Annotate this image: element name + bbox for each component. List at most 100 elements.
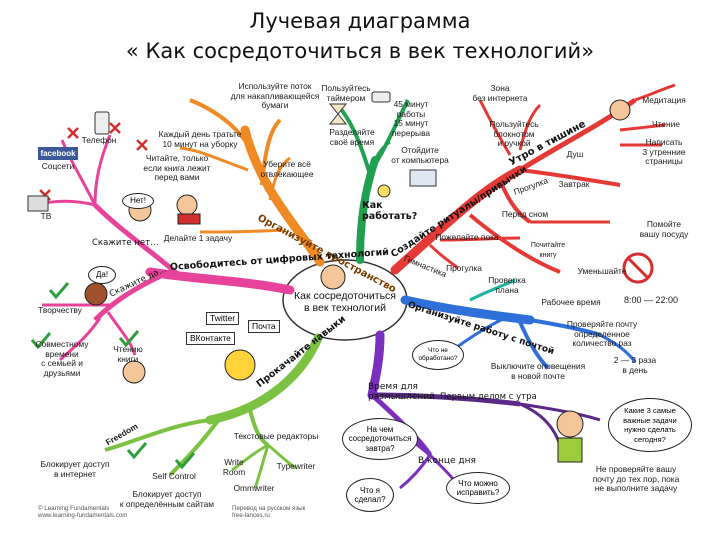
tag-twitter: Twitter xyxy=(206,312,240,325)
credit-left: © Learning Fundamentals www.learning-fun… xyxy=(38,505,128,519)
branch-ritual-sub5 xyxy=(468,213,561,274)
label-self-control: Self Control xyxy=(152,471,196,481)
credit-right: Перевод на русском язык free-lances.ru xyxy=(232,505,306,519)
branch-organize-sub2 xyxy=(260,118,282,186)
label-umen: Уменьшайте xyxy=(577,266,627,276)
face-yellow xyxy=(224,349,256,381)
label-uberite: Уберите всё отвлекающее xyxy=(260,159,314,179)
tv-icon xyxy=(27,195,49,212)
label-time800: 8:00 — 22:00 xyxy=(623,295,679,305)
label-bezhenaya: Пожелайте пока xyxy=(435,232,499,242)
branch-ritual-sub12 xyxy=(478,99,512,156)
label-vyklyuchite: Выключите оповещения в новой почте xyxy=(490,361,586,381)
branch-mail-sub5 xyxy=(469,278,516,302)
face-bottom-right xyxy=(556,410,584,438)
branch-prokach-sub5 xyxy=(267,443,297,470)
branch-mail-sub1 xyxy=(529,318,601,337)
branch-free xyxy=(145,267,295,295)
label-proveryayte: Проверяйте почту определенное количество… xyxy=(566,319,638,349)
label-pered-snom: Перед сном xyxy=(501,209,549,219)
branch-prokach-sub3 xyxy=(248,409,270,447)
branch-vremya-sub5 xyxy=(371,392,521,407)
label-tekst-red: Текстовые редакторы xyxy=(233,431,319,441)
label-potok: Используйте поток для накапливающейся бу… xyxy=(230,81,320,111)
tag-vkontakte: ВКонтакте xyxy=(186,332,235,345)
page-title: Лучевая диаграмма « Как сосредоточиться … xyxy=(0,6,720,66)
branch-prokach-sub6 xyxy=(253,444,270,489)
label-chteniyu: Чтению книги xyxy=(113,344,143,364)
facebook-logo: facebook xyxy=(38,147,78,160)
branch-ritual-sub8 xyxy=(634,83,676,102)
bubble-kakie3: Какие 3 самые важные задачи нужно сделат… xyxy=(608,398,692,452)
label-dush: Душ xyxy=(566,149,584,159)
branch-ritual xyxy=(390,165,525,275)
timer-icon xyxy=(371,91,391,103)
title-line-1: Лучевая диаграмма xyxy=(249,9,471,33)
label-ne-proveryayte: Не проверяйте вашу почту до тех пор, пок… xyxy=(592,464,680,494)
branch-label-skazhite-net: Скажите нет… xyxy=(92,238,159,248)
hourglass-icon xyxy=(328,103,348,125)
title-line-2: « Как сосредоточиться в век технологий» xyxy=(125,39,595,63)
tag-pochta: Почта xyxy=(248,320,280,333)
label-write-room: Write Room xyxy=(222,457,246,477)
smiley-icon xyxy=(377,184,391,198)
label-zadacha: Делайте 1 задачу xyxy=(163,233,233,243)
laptop-icon xyxy=(409,169,437,187)
branch-vremya-sub2 xyxy=(399,454,432,490)
branch-free-yes xyxy=(93,271,167,322)
label-napisat: Написать 3 утренние страницы xyxy=(642,137,686,167)
label-chitayte: Читайте, только если книга лежит перед в… xyxy=(143,153,211,183)
label-gamer: Пользуйтесь таймером xyxy=(321,83,371,103)
branch-prokach-sub1 xyxy=(104,418,211,452)
label-typewriter: Typewriter xyxy=(276,461,316,471)
label-chtenie: Чтение xyxy=(652,119,680,129)
label-pomoyte: Помойте вашу посуду xyxy=(639,219,689,239)
bubble-da: Да! xyxy=(88,266,116,284)
bubble-nachem: На чем сосредоточиться завтра? xyxy=(342,418,418,460)
label-bloknot: Пользуйтесь блокнотом и ручкой xyxy=(489,119,539,149)
branch-rabotat-sub3 xyxy=(373,140,391,161)
branch-organize-sub4 xyxy=(268,156,291,201)
branch-mail-sub4 xyxy=(599,333,637,363)
branch-label-rabotat: Как работать? xyxy=(362,200,418,222)
label-otoydite: Отойдите от компьютера xyxy=(391,145,449,165)
label-blokiruet2: Блокирует доступ к определённым сайтам xyxy=(119,489,215,509)
phone-icon xyxy=(94,111,110,135)
branch-rabotat-sub1 xyxy=(338,106,372,176)
branch-label-pervym: Первым делом с утра xyxy=(440,392,537,402)
label-rabochee: Рабочее время xyxy=(541,297,601,307)
label-sovmestnomu: Совместному времени с семьей и друзьями xyxy=(35,339,89,378)
branch-mail-sub2 xyxy=(518,321,550,370)
label-progulka2: Прогулка xyxy=(446,263,482,273)
branch-ritual-sub9 xyxy=(619,123,666,132)
branch-vremya xyxy=(367,330,385,400)
branch-organize-work xyxy=(400,295,535,325)
face-tvorchestvu xyxy=(84,282,108,306)
label-ommwriter: Ommwriter xyxy=(233,483,275,493)
bubble-chto-mozhno: Что можно исправить? xyxy=(446,472,510,504)
branch-ritual-sub7 xyxy=(439,236,521,242)
branch-ritual-sub11 xyxy=(518,103,542,151)
bubble-chto-sdelal: Что я сделал? xyxy=(346,478,394,512)
center-topic: Как сосредоточиться в век технологий xyxy=(294,290,396,314)
label-tv: ТВ xyxy=(40,211,52,221)
branch-rabotat-sub2 xyxy=(370,99,410,172)
label-tvorchestvu: Творчеству xyxy=(38,305,82,315)
shirt-bottom-right xyxy=(557,437,583,463)
branch-prokach-sub4 xyxy=(231,443,269,472)
label-pochtite: Почитайте книгу xyxy=(530,242,566,259)
face-chteniyu xyxy=(122,360,146,384)
label-uborka: Каждый день тратьте 10 минут на уборку xyxy=(158,129,242,149)
bubble-chto-ne: Что не обработано? xyxy=(412,340,464,370)
label-socseti: Соцсети xyxy=(41,161,75,171)
branch-ritual-sub2 xyxy=(519,168,621,187)
face-center xyxy=(320,264,346,290)
label-telefon: Телефон xyxy=(81,135,117,145)
branch-ritual-sub3 xyxy=(498,179,532,224)
branch-organize-sub5 xyxy=(199,228,284,234)
label-proverka: Проверка плана xyxy=(488,275,526,295)
branch-prokach-sub2 xyxy=(168,416,222,477)
branch-free-yes-c xyxy=(106,311,137,356)
no-tv-sign-icon xyxy=(622,252,654,284)
